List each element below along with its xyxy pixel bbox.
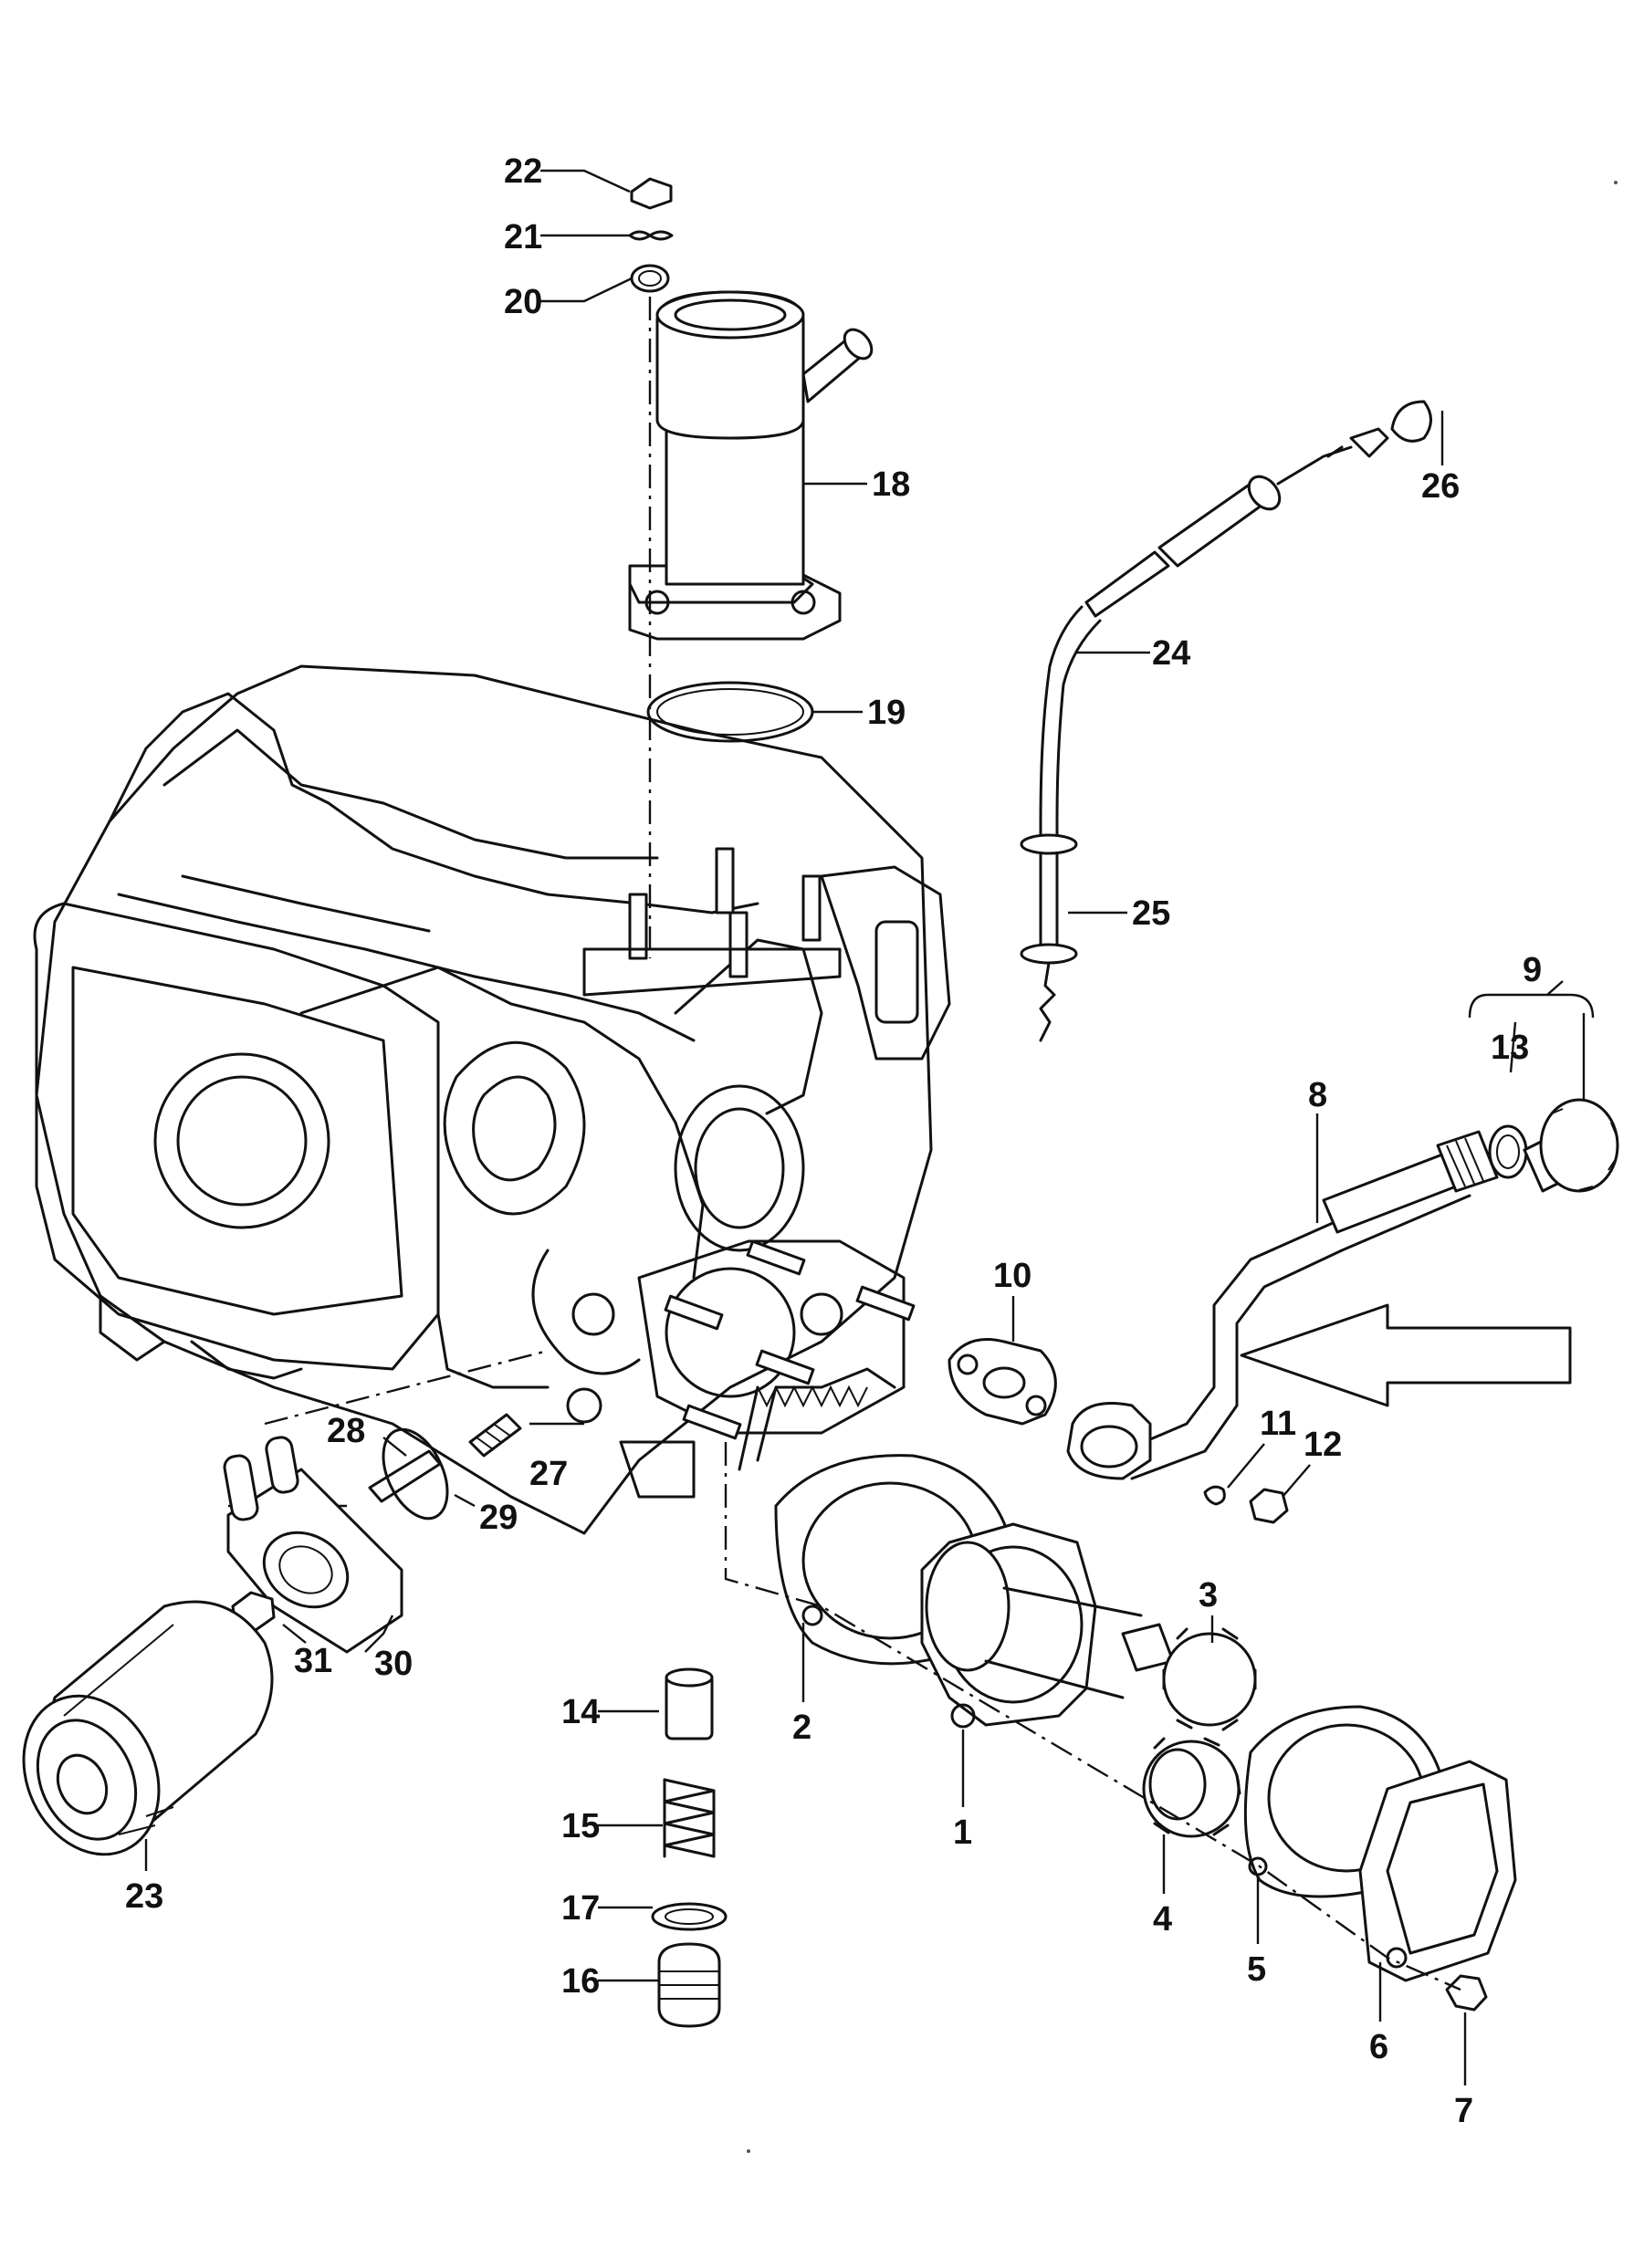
callout-2: 2 <box>792 1709 812 1747</box>
callout-25: 25 <box>1132 894 1170 933</box>
callout-14: 14 <box>561 1693 600 1731</box>
pump-driven-gear-4 <box>1142 1737 1241 1838</box>
callout-13: 13 <box>1491 1029 1529 1067</box>
callout-10: 10 <box>993 1257 1031 1295</box>
leader-lines <box>144 169 1595 2085</box>
pointer-arrow <box>1240 1303 1572 1407</box>
callout-8: 8 <box>1308 1076 1327 1114</box>
oil-filler-neck <box>628 290 874 641</box>
gearbox-housing <box>33 664 951 1535</box>
gasket-29 <box>382 1427 449 1521</box>
callout-3: 3 <box>1199 1576 1218 1615</box>
callout-4: 4 <box>1153 1900 1172 1939</box>
callout-labels: 22 21 20 18 19 24 25 26 8 9 13 10 11 12 … <box>125 152 1542 2130</box>
callout-22: 22 <box>504 152 542 191</box>
speck <box>747 2149 750 2153</box>
callout-1: 1 <box>953 1813 972 1852</box>
callout-21: 21 <box>504 218 542 256</box>
stud-27 <box>468 1413 522 1458</box>
stud-28 <box>368 1449 442 1503</box>
callout-6: 6 <box>1369 2028 1388 2066</box>
oil-filler-pipe <box>1066 1130 1499 1480</box>
pump-drive-gear-3 <box>1121 1623 1257 1731</box>
speck <box>1614 181 1618 184</box>
small-fasteners-top <box>628 177 674 293</box>
callout-17: 17 <box>561 1889 600 1928</box>
callout-28: 28 <box>327 1412 365 1450</box>
cap-seal-ring <box>1488 1124 1528 1179</box>
callout-9: 9 <box>1523 951 1542 989</box>
callout-24: 24 <box>1152 634 1190 673</box>
pump-studs <box>664 1239 916 1440</box>
callout-26: 26 <box>1421 467 1460 506</box>
callout-29: 29 <box>479 1499 518 1537</box>
dipstick <box>1020 400 1432 1042</box>
callout-12: 12 <box>1304 1426 1342 1464</box>
pipe-fasteners <box>1203 1485 1289 1524</box>
callout-30: 30 <box>374 1645 413 1683</box>
callout-11: 11 <box>1260 1405 1296 1443</box>
filler-cap <box>1523 1098 1619 1193</box>
callout-20: 20 <box>504 283 542 321</box>
pump-cover-6 <box>1358 1760 1517 1982</box>
callout-23: 23 <box>125 1877 163 1916</box>
sealing-ring-17 <box>651 1902 728 1931</box>
pipe-flange-gasket <box>948 1338 1057 1426</box>
oil-cooler-30 <box>223 1436 403 1654</box>
callout-27: 27 <box>529 1455 568 1493</box>
callout-5: 5 <box>1247 1950 1266 1989</box>
cylinder-studs <box>582 847 842 997</box>
callout-16: 16 <box>561 1962 600 2001</box>
callout-19: 19 <box>867 694 906 732</box>
oil-pump-housing-1 <box>920 1522 1143 1729</box>
callout-7: 7 <box>1454 2092 1473 2130</box>
oil-filter-23 <box>22 1600 274 1856</box>
relief-valve-spring-15 <box>663 1778 716 1858</box>
callout-15: 15 <box>561 1807 600 1845</box>
relief-valve-plunger-14 <box>665 1667 714 1740</box>
callout-18: 18 <box>872 465 910 504</box>
filler-neck-gasket <box>646 681 814 743</box>
relief-valve-plug-16 <box>657 1942 721 2028</box>
pump-cover-nut-7 <box>1445 1974 1488 2012</box>
callout-31: 31 <box>294 1642 332 1680</box>
